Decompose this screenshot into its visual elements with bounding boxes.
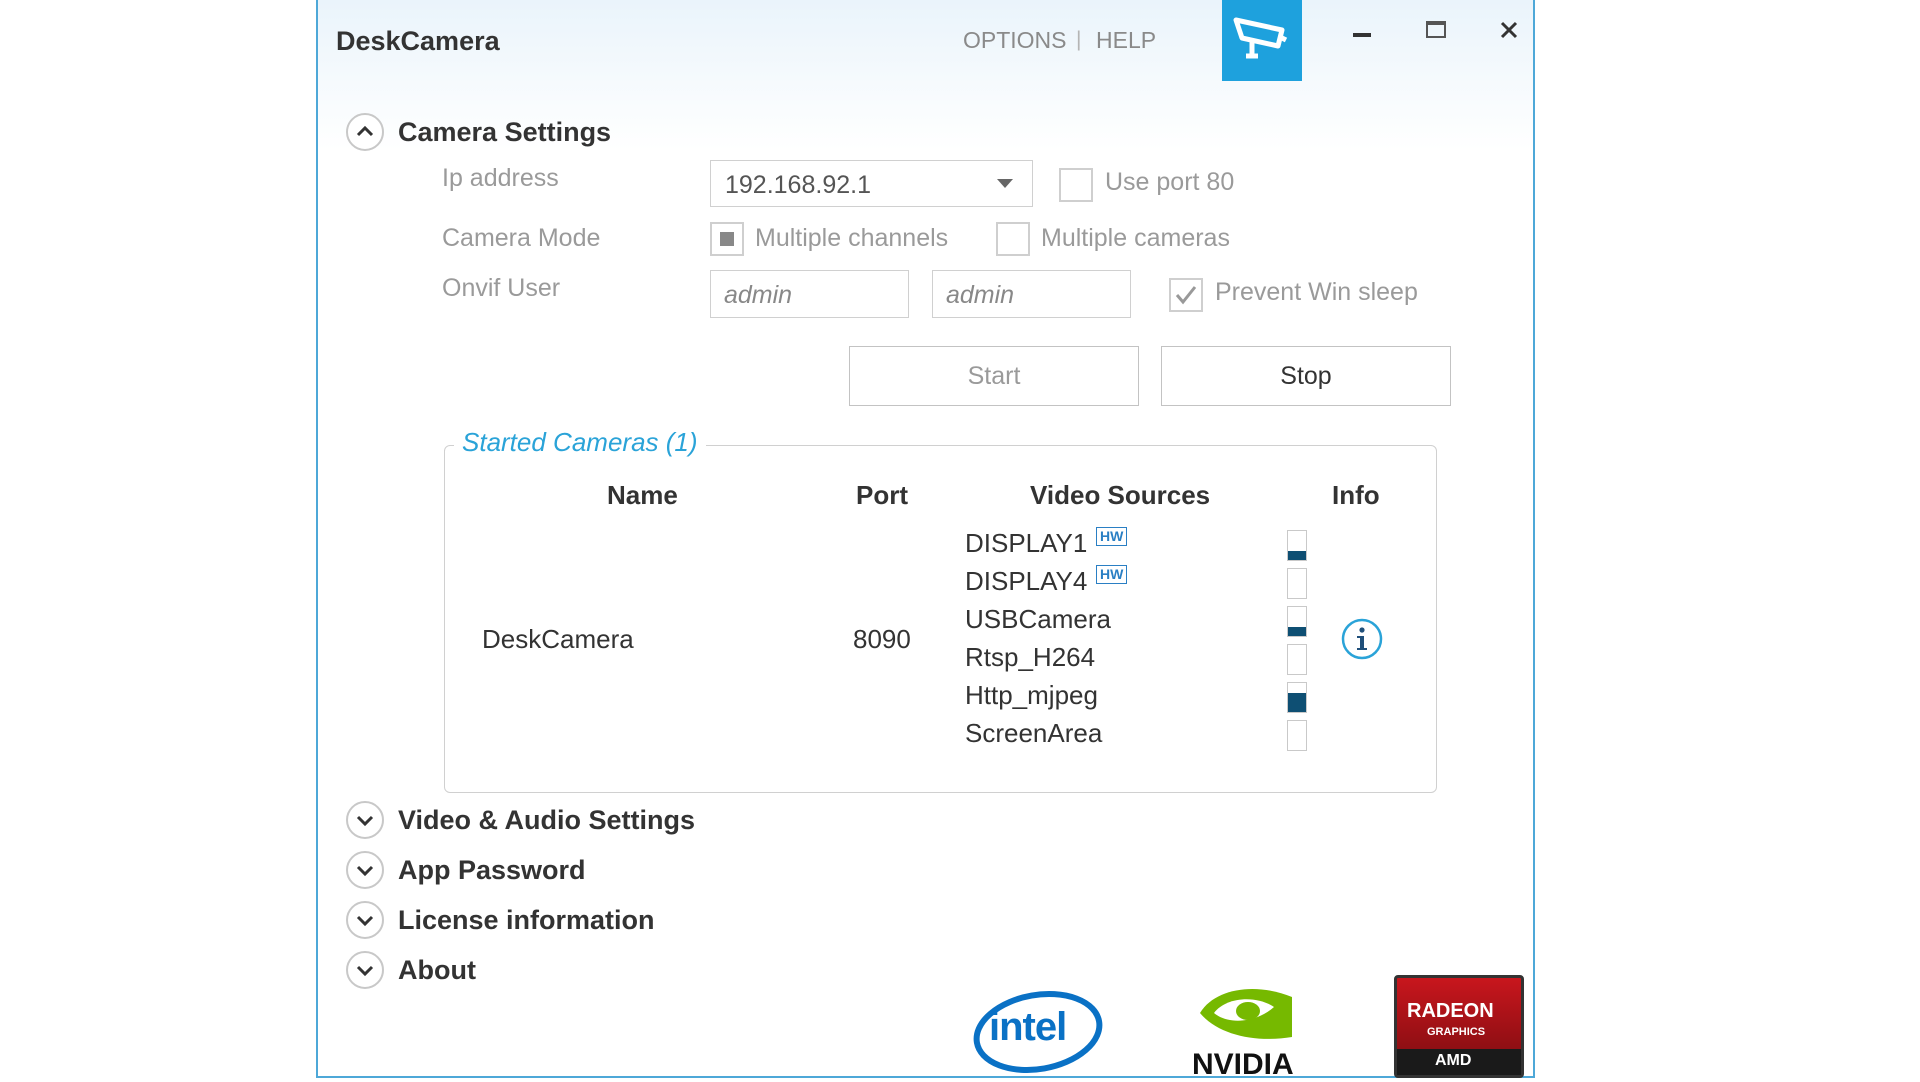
- video-audio-settings-header[interactable]: Video & Audio Settings: [398, 805, 696, 835]
- video-source-name: DISPLAY4: [965, 566, 1088, 596]
- hw-badge: HW: [1096, 565, 1128, 584]
- source-activity-indicator: [1287, 530, 1307, 561]
- started-cameras-title: Started Cameras (1): [454, 427, 706, 458]
- use-port-80-label: Use port 80: [1105, 168, 1235, 196]
- onvif-password-value: admin: [946, 281, 1015, 309]
- close-button[interactable]: [1488, 14, 1530, 50]
- checkmark-icon: [1175, 286, 1197, 305]
- column-header-video-sources: Video Sources: [1030, 480, 1211, 510]
- use-port-80-checkbox[interactable]: [1059, 168, 1093, 202]
- ip-address-value: 192.168.92.1: [725, 171, 871, 199]
- ip-address-label: Ip address: [442, 164, 559, 192]
- started-cameras-group: [444, 445, 1437, 793]
- source-activity-indicator: [1287, 720, 1307, 751]
- column-header-info: Info: [1332, 480, 1380, 510]
- multiple-channels-checkbox[interactable]: [710, 222, 744, 256]
- onvif-password-input[interactable]: admin: [932, 270, 1131, 318]
- multiple-channels-label: Multiple channels: [755, 224, 949, 252]
- expand-video-audio-button[interactable]: [346, 801, 384, 839]
- source-activity-indicator: [1287, 606, 1307, 637]
- app-title: DeskCamera: [336, 26, 500, 56]
- camera-logo-icon: [1222, 0, 1302, 81]
- ip-address-combobox[interactable]: 192.168.92.1: [710, 160, 1033, 207]
- intel-logo-text: intel: [989, 1005, 1067, 1049]
- column-header-port: Port: [856, 480, 908, 510]
- app-password-header[interactable]: App Password: [398, 855, 586, 885]
- onvif-user-value: admin: [724, 281, 793, 309]
- minimize-button[interactable]: [1341, 14, 1383, 50]
- amd-logo-text: AMD: [1435, 1052, 1472, 1069]
- start-button[interactable]: Start: [849, 346, 1139, 406]
- radeon-graphics-text: GRAPHICS: [1427, 1026, 1486, 1038]
- dropdown-arrow-icon: [997, 179, 1013, 188]
- nvidia-logo: NVIDIA: [1180, 975, 1320, 1081]
- video-source-name: USBCamera: [965, 604, 1111, 634]
- license-information-header[interactable]: License information: [398, 905, 655, 935]
- multiple-cameras-checkbox[interactable]: [996, 222, 1030, 256]
- activity-level-fill: [1288, 693, 1306, 712]
- camera-name-cell: DeskCamera: [482, 624, 634, 654]
- expand-app-password-button[interactable]: [346, 851, 384, 889]
- activity-level-fill: [1288, 627, 1306, 636]
- camera-settings-header[interactable]: Camera Settings: [398, 117, 612, 147]
- multiple-cameras-label: Multiple cameras: [1041, 224, 1230, 252]
- column-header-name: Name: [607, 480, 678, 510]
- about-header[interactable]: About: [398, 955, 476, 985]
- source-activity-indicator: [1287, 682, 1307, 713]
- chevron-down-icon: [356, 965, 374, 977]
- expand-about-button[interactable]: [346, 951, 384, 989]
- nvidia-logo-text: NVIDIA: [1192, 1048, 1294, 1081]
- menu-separator: |: [1076, 28, 1082, 51]
- onvif-user-label: Onvif User: [442, 274, 561, 302]
- nvidia-eye-icon: [1196, 979, 1296, 1045]
- options-menu[interactable]: OPTIONS: [963, 27, 1067, 53]
- collapse-camera-settings-button[interactable]: [346, 113, 384, 151]
- chevron-down-icon: [356, 915, 374, 927]
- activity-level-fill: [1288, 551, 1306, 560]
- help-menu[interactable]: HELP: [1096, 27, 1157, 53]
- prevent-win-sleep-checkbox[interactable]: [1169, 278, 1203, 312]
- info-button[interactable]: [1340, 617, 1384, 661]
- video-source-name: DISPLAY1: [965, 528, 1088, 558]
- maximize-button[interactable]: [1415, 14, 1457, 50]
- prevent-win-sleep-label: Prevent Win sleep: [1215, 278, 1418, 306]
- video-source-name: ScreenArea: [965, 718, 1103, 748]
- video-source-name: Rtsp_H264: [965, 642, 1096, 672]
- expand-license-button[interactable]: [346, 901, 384, 939]
- stop-button[interactable]: Stop: [1161, 346, 1451, 406]
- app-window: DeskCamera OPTIONS | HELP Camera Setting…: [316, 0, 1535, 1081]
- source-activity-indicator: [1287, 644, 1307, 675]
- onvif-user-input[interactable]: admin: [710, 270, 909, 318]
- source-activity-indicator: [1287, 568, 1307, 599]
- chevron-down-icon: [356, 865, 374, 877]
- radeon-logo-text: RADEON: [1407, 1000, 1494, 1022]
- intel-logo: intel: [971, 987, 1105, 1075]
- chevron-up-icon: [356, 125, 374, 137]
- chevron-down-icon: [356, 815, 374, 827]
- camera-mode-label: Camera Mode: [442, 224, 601, 252]
- camera-port-cell: 8090: [853, 624, 911, 654]
- info-icon: [1341, 618, 1383, 660]
- video-source-name: Http_mjpeg: [965, 680, 1098, 710]
- radeon-logo: RADEON GRAPHICS AMD: [1394, 975, 1524, 1078]
- hw-badge: HW: [1096, 527, 1128, 546]
